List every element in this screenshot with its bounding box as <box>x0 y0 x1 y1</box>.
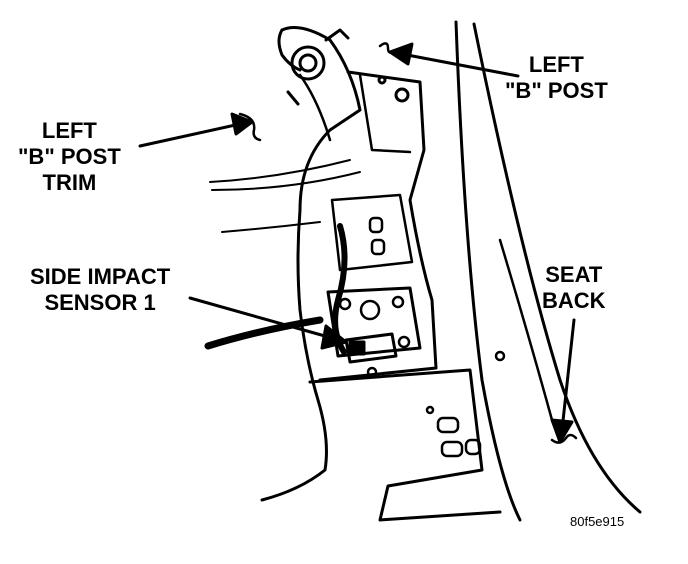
b-post-trim-arrowhead <box>230 112 254 136</box>
b-post-trim-squiggle <box>238 112 262 142</box>
label-left-b-post-line1: LEFT <box>528 52 584 77</box>
label-side-impact-sensor-line1: SIDE IMPACT <box>30 264 171 289</box>
label-seat-back-line2: BACK <box>542 288 606 313</box>
upper-bolt <box>286 28 350 106</box>
seat-back-contour <box>472 22 642 514</box>
sensor-leader <box>188 296 334 340</box>
wiring-harness-lead <box>204 316 324 350</box>
trim-edge-lines <box>209 159 361 233</box>
label-left-b-post-trim-line2: "B" POST <box>18 144 121 169</box>
label-seat-back: SEAT BACK <box>542 262 606 314</box>
label-left-b-post: LEFT "B" POST <box>505 52 608 104</box>
lower-sill <box>308 368 502 522</box>
label-side-impact-sensor-line2: SENSOR 1 <box>44 290 156 315</box>
b-post-squiggle <box>378 42 398 54</box>
label-left-b-post-trim-line3: TRIM <box>42 170 97 195</box>
seat-back-contour-inner <box>498 238 554 422</box>
trim-panel-inner-edge <box>298 73 332 142</box>
door-opening-edge <box>454 20 522 522</box>
b-post-pillar-face <box>358 73 412 154</box>
figure-code: 80f5e915 <box>570 514 625 529</box>
seat-back-squiggle <box>550 433 578 444</box>
label-left-b-post-trim: LEFT "B" POST TRIM <box>18 118 121 196</box>
pillar-fastener-top <box>394 87 410 103</box>
trim-panel-top <box>277 28 302 72</box>
b-post-trim-panel <box>260 26 362 502</box>
label-left-b-post-trim-line1: LEFT <box>41 118 97 143</box>
leader-arrows <box>138 42 578 444</box>
seat-back-leader <box>560 318 576 432</box>
inner-bracket <box>330 193 414 272</box>
side-impact-sensor-module <box>344 332 398 364</box>
b-post-leader <box>400 52 520 78</box>
sensor-arrowhead <box>320 324 348 350</box>
label-seat-back-line1: SEAT <box>545 262 603 287</box>
label-side-impact-sensor: SIDE IMPACT SENSOR 1 <box>30 264 170 316</box>
bracket-slots <box>368 216 386 256</box>
sensor-plate-holes <box>338 295 411 349</box>
b-post-arrowhead <box>388 42 414 66</box>
seat-back-arrowhead <box>550 418 574 444</box>
b-post-trim-leader <box>138 122 242 148</box>
label-left-b-post-line2: "B" POST <box>505 78 608 103</box>
b-post-pillar <box>318 70 438 382</box>
sill-openings <box>366 350 506 458</box>
pillar-clip <box>377 75 387 85</box>
